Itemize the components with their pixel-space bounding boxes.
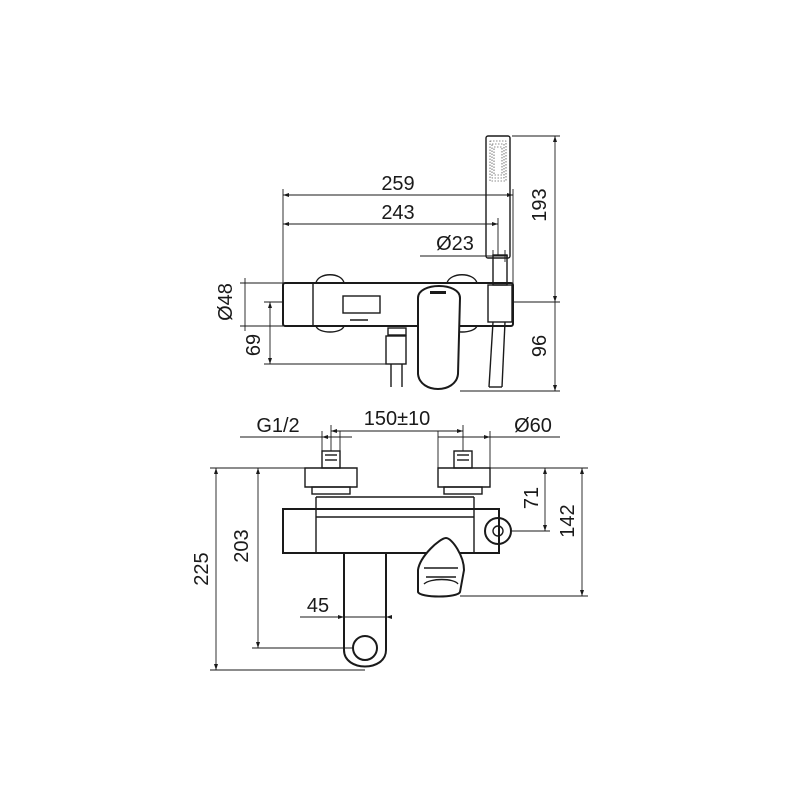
dim-193: 193 (529, 188, 551, 221)
dim-225: 225 (191, 552, 213, 585)
front-view: G1/2 150±10 Ø60 225 203 45 71 (191, 408, 588, 671)
holder-knob (484, 517, 512, 545)
dim-96: 96 (529, 335, 551, 357)
handshower-holder (487, 284, 513, 323)
dim-thread: G1/2 (256, 415, 299, 437)
top-view: 259 243 Ø23 193 96 Ø48 69 (215, 135, 560, 392)
dim-body-dia: Ø48 (215, 283, 237, 321)
left-knob (315, 274, 345, 284)
handshower-nozzles (489, 140, 507, 182)
dim-259: 259 (381, 173, 414, 195)
dim-flange-dia: Ø60 (514, 415, 552, 437)
lever-plan (343, 552, 387, 668)
lever (417, 285, 462, 390)
handshower (485, 135, 511, 259)
right-connection (437, 450, 491, 495)
control-button (342, 295, 381, 314)
dim-centers: 150±10 (364, 408, 431, 430)
dim-69: 69 (243, 334, 265, 356)
mixer-body (282, 282, 514, 327)
spout-top (387, 327, 407, 336)
lever-mark (430, 291, 446, 294)
spout-plan (417, 536, 466, 598)
dim-hose-dia: Ø23 (436, 233, 474, 255)
dim-203: 203 (231, 529, 253, 562)
dim-71: 71 (521, 487, 543, 509)
hose (488, 321, 494, 388)
mixer-body-plan (282, 508, 500, 554)
dim-243: 243 (381, 202, 414, 224)
left-connection (304, 450, 358, 495)
right-knob (446, 274, 478, 284)
dim-45: 45 (307, 595, 329, 617)
handshower-stem (492, 254, 508, 286)
spout-body (385, 335, 407, 365)
dim-142: 142 (557, 504, 579, 537)
